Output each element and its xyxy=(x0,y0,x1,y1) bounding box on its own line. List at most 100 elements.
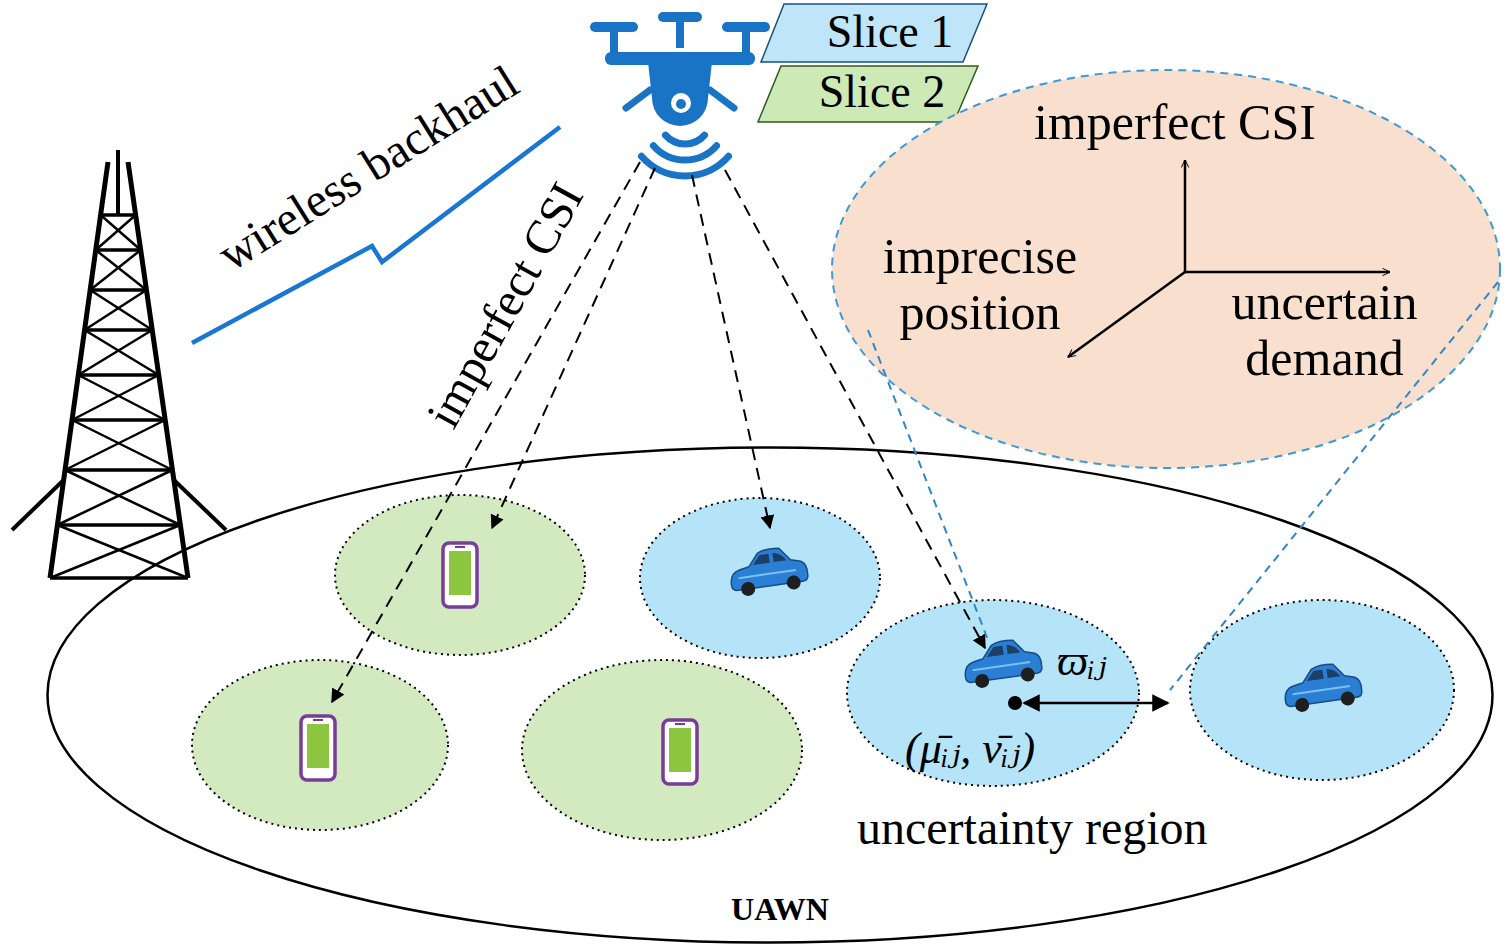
tower-lattice xyxy=(90,250,141,290)
downlink-arrow xyxy=(692,175,770,528)
tower-lattice xyxy=(85,330,159,375)
tower-bar xyxy=(85,328,153,332)
phone-user xyxy=(301,716,335,780)
slice-tag: Slice 1 xyxy=(760,3,988,63)
tower-lattice xyxy=(78,330,152,375)
car-body xyxy=(961,636,1042,683)
phone-screen xyxy=(669,728,691,772)
tower-lattice xyxy=(57,525,188,578)
callout-leader xyxy=(868,330,988,640)
drone-mast xyxy=(742,28,750,58)
tower-lattice xyxy=(65,470,180,525)
tower-bar xyxy=(78,373,158,377)
car-window xyxy=(986,643,1021,657)
drone-camera xyxy=(671,93,691,113)
tower-bar xyxy=(65,468,172,472)
slice-tag-shape xyxy=(758,66,978,122)
drone-mast xyxy=(610,28,618,58)
drone-leg xyxy=(710,90,734,108)
downlink-arrow xyxy=(332,162,640,702)
tower-lattice xyxy=(96,250,147,290)
tower-lattice xyxy=(101,215,141,250)
drone-mast xyxy=(676,18,684,48)
signal-wave xyxy=(665,135,704,144)
phone-frame xyxy=(443,543,477,607)
car-user xyxy=(727,544,809,598)
uncertainty-callout-shape xyxy=(832,70,1500,468)
signal-wave xyxy=(653,146,716,160)
tower-bar xyxy=(96,248,141,252)
network-area-shape xyxy=(48,448,1493,943)
axis-label: imperfect CSI xyxy=(990,94,1360,150)
tower-lattice xyxy=(72,375,159,420)
tower-antenna xyxy=(116,150,120,215)
phone-user xyxy=(663,720,697,784)
car-user xyxy=(961,636,1043,690)
drone-propeller xyxy=(590,22,638,32)
network-name: UAWN xyxy=(700,892,860,928)
phone-user xyxy=(443,543,477,607)
phone-speaker xyxy=(313,719,323,721)
tower-lattice xyxy=(85,290,147,330)
tower-lattice xyxy=(72,420,172,470)
tower-lattice xyxy=(78,375,165,420)
tower-lattice xyxy=(96,215,136,250)
network-area-outline xyxy=(45,445,1495,945)
car-wheel xyxy=(974,673,990,689)
backhaul-bolt xyxy=(192,127,560,343)
uncertainty-region: ϖᵢⱼ(μ̄ᵢⱼ, ν̄ᵢⱼ)uncertainty region xyxy=(845,598,1141,788)
tower-lattice xyxy=(90,290,152,330)
callout-leader xyxy=(1170,282,1498,690)
car-wheel xyxy=(1020,667,1036,683)
car-wheel xyxy=(786,575,802,591)
coverage-circle xyxy=(192,660,448,830)
uncertainty-axis xyxy=(1184,160,1187,272)
tower-bar xyxy=(101,213,136,217)
radius-symbol: ϖᵢⱼ xyxy=(1057,636,1157,685)
car-body xyxy=(1281,660,1362,707)
cell-tower xyxy=(12,150,226,578)
coverage-circle xyxy=(522,660,802,840)
slice-name: Slice 1 xyxy=(805,6,975,58)
car-wheel xyxy=(1340,691,1356,707)
tower-bar xyxy=(90,288,146,292)
drone-body xyxy=(648,62,712,126)
tower-leg xyxy=(128,162,188,578)
phone-frame xyxy=(663,720,697,784)
tower-bar xyxy=(72,418,165,422)
radius-arrow xyxy=(1024,702,1168,705)
slice-name: Slice 2 xyxy=(797,66,967,118)
tower-lattice xyxy=(57,470,172,525)
uncertainty-axis xyxy=(1185,271,1390,274)
center-coordinate: (μ̄ᵢⱼ, ν̄ᵢⱼ) xyxy=(905,724,1125,773)
phone-speaker xyxy=(675,723,685,725)
signal-wave xyxy=(641,156,728,176)
slice-tag-shape xyxy=(761,4,987,62)
car-stripe xyxy=(1293,686,1350,694)
tower-bar xyxy=(50,576,188,580)
car-body xyxy=(727,544,808,591)
car-window xyxy=(752,551,787,565)
tower-bar xyxy=(57,523,180,527)
drone-arm xyxy=(605,52,755,65)
phone-frame xyxy=(301,716,335,780)
coverage-circle xyxy=(1190,600,1454,780)
car-window xyxy=(1306,667,1341,681)
drone-propeller xyxy=(658,12,702,22)
car-stripe xyxy=(973,662,1030,670)
phone-screen xyxy=(449,551,471,595)
phone-speaker xyxy=(455,546,465,548)
car-stripe xyxy=(739,570,796,578)
tower-lattice xyxy=(65,420,165,470)
drone-lens xyxy=(676,99,686,109)
coverage-circle xyxy=(640,498,880,658)
coverage-circle xyxy=(335,495,585,655)
phone-screen xyxy=(307,724,329,768)
tower-brace xyxy=(12,480,64,530)
tower-lattice xyxy=(50,525,180,578)
slice-tag: Slice 2 xyxy=(757,65,979,123)
uncertainty-axis xyxy=(1068,272,1185,357)
tower-brace xyxy=(174,480,226,530)
network-area: UAWN ϖᵢⱼ(μ̄ᵢⱼ, ν̄ᵢⱼ)uncertainty region xyxy=(45,445,1495,945)
